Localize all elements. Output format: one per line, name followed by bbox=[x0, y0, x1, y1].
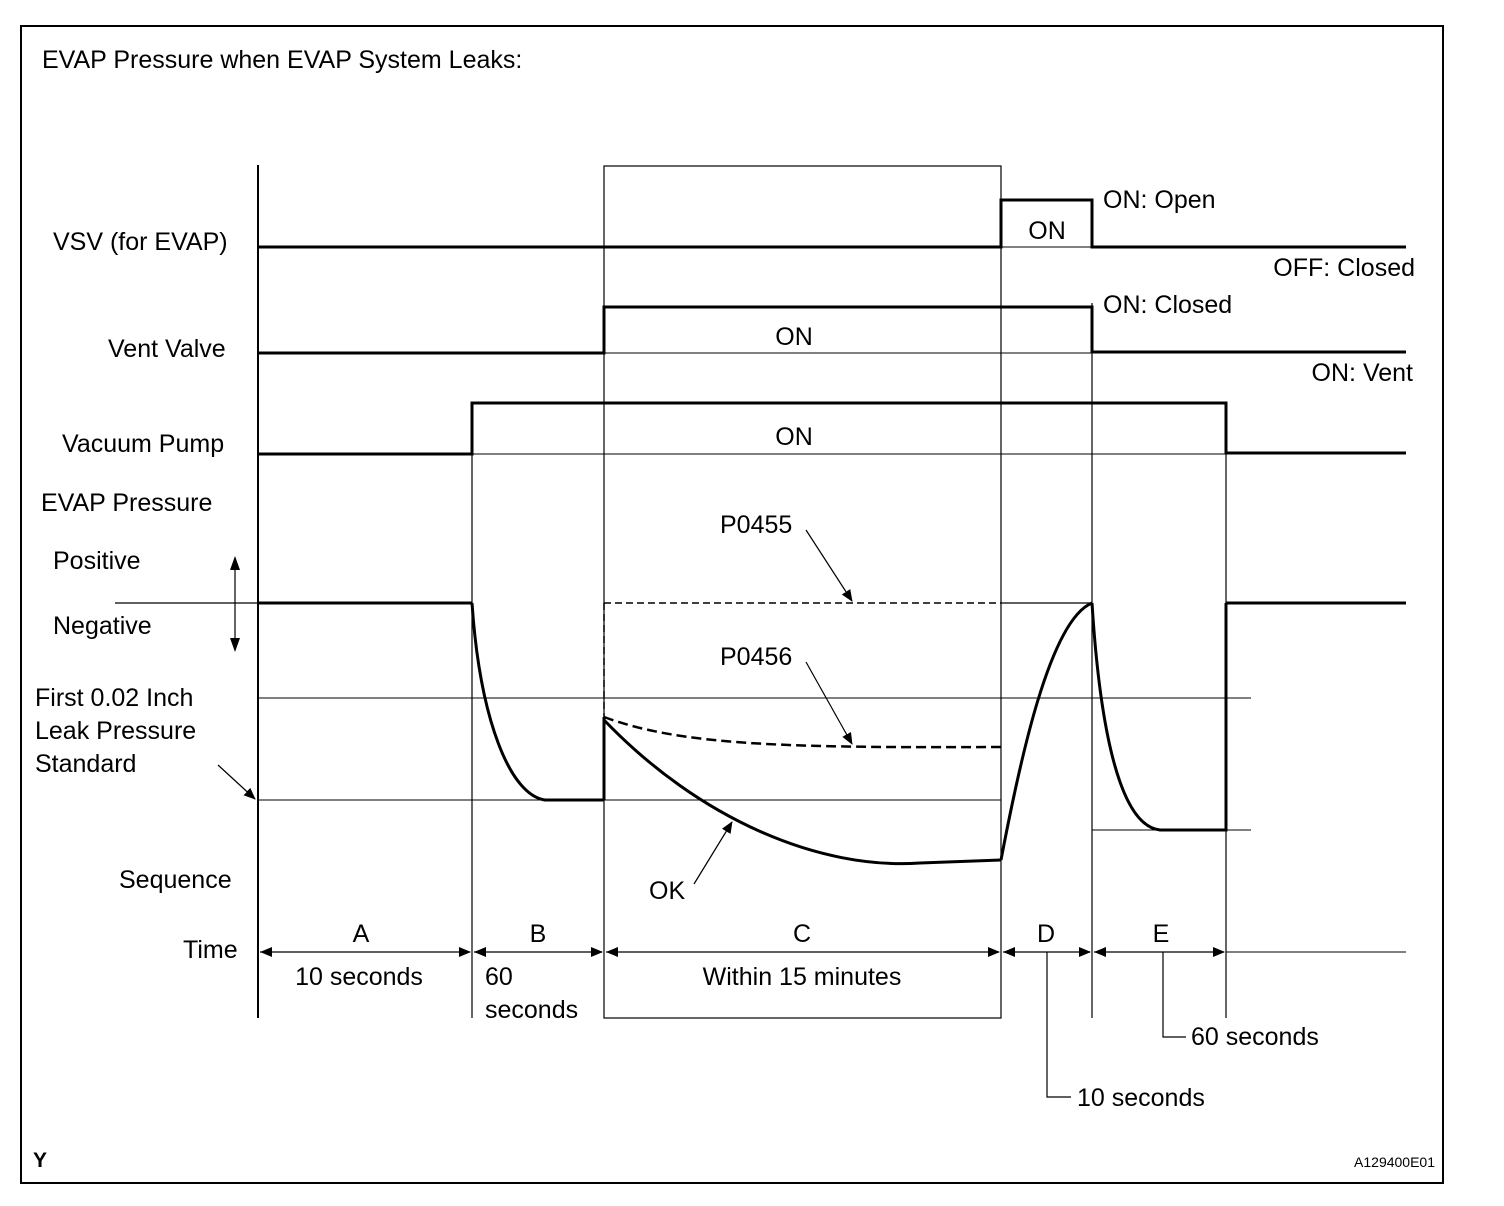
vsv-on-desc: ON: Open bbox=[1103, 186, 1216, 214]
segment-e-start-head bbox=[1094, 947, 1106, 957]
leak-standard-label-1: First 0.02 Inch bbox=[35, 684, 193, 712]
duration-d-leader bbox=[1046, 952, 1071, 1098]
pressure-curve-b bbox=[470, 602, 604, 802]
leak-standard-arrow bbox=[217, 764, 256, 800]
leak-standard-label-2: Leak Pressure bbox=[35, 717, 196, 745]
ok-arrow bbox=[693, 821, 733, 885]
pressure-curve-d bbox=[999, 601, 1093, 861]
negative-label: Negative bbox=[53, 612, 152, 640]
segment-d-start-head bbox=[1003, 947, 1015, 957]
vsv-on-label: ON bbox=[1028, 217, 1066, 245]
duration-e: 60 seconds bbox=[1191, 1023, 1319, 1051]
diagram-title: EVAP Pressure when EVAP System Leaks: bbox=[42, 46, 522, 74]
vacuum-pump-label: Vacuum Pump bbox=[62, 430, 224, 458]
sequence-letter-e: E bbox=[1153, 920, 1170, 948]
vent-off-desc: ON: Vent bbox=[1312, 359, 1413, 387]
duration-b-line1: 60 bbox=[485, 963, 513, 991]
p0455-label: P0455 bbox=[720, 511, 792, 539]
p0456-label: P0456 bbox=[720, 643, 792, 671]
sequence-letter-c: C bbox=[793, 920, 811, 948]
vent-valve-label: Vent Valve bbox=[108, 335, 226, 363]
neg-arrow-head bbox=[230, 638, 240, 652]
ok-curve bbox=[602, 718, 1002, 866]
vent-on-desc: ON: Closed bbox=[1103, 291, 1232, 319]
p0456-arrow bbox=[805, 661, 853, 745]
vsv-off-desc: OFF: Closed bbox=[1273, 254, 1415, 282]
sequence-label: Sequence bbox=[119, 866, 232, 894]
vent-on-label: ON bbox=[775, 323, 813, 351]
vacuum-pump-signal bbox=[258, 401, 1406, 456]
figure-id: A129400E01 bbox=[1354, 1154, 1435, 1170]
segment-a-start-head bbox=[260, 947, 272, 957]
p0456-curve bbox=[603, 715, 1002, 749]
sequence-letter-a: A bbox=[353, 920, 370, 948]
section-c-box bbox=[603, 165, 1002, 1019]
duration-d: 10 seconds bbox=[1077, 1084, 1205, 1112]
positive-label: Positive bbox=[53, 547, 141, 575]
pos-arrow-head bbox=[230, 556, 240, 570]
vent-valve-signal bbox=[258, 305, 1406, 355]
duration-c: Within 15 minutes bbox=[703, 963, 902, 991]
vsv-signal bbox=[258, 198, 1406, 249]
time-label: Time bbox=[183, 936, 238, 964]
segment-c-start-head bbox=[606, 947, 618, 957]
segment-b-start-head bbox=[474, 947, 486, 957]
sequence-letter-d: D bbox=[1037, 920, 1055, 948]
duration-b-line2: seconds bbox=[485, 996, 578, 1024]
p0455-arrow bbox=[805, 529, 853, 602]
duration-e-leader bbox=[1162, 952, 1186, 1038]
leak-standard-label-3: Standard bbox=[35, 750, 136, 778]
vsv-label: VSV (for EVAP) bbox=[53, 228, 228, 256]
footer-left-mark: Y bbox=[33, 1149, 47, 1172]
ok-label: OK bbox=[649, 877, 685, 905]
duration-a: 10 seconds bbox=[295, 963, 423, 991]
outer-frame bbox=[20, 25, 1444, 1184]
sequence-letter-b: B bbox=[530, 920, 547, 948]
evap-pressure-label: EVAP Pressure bbox=[41, 489, 212, 517]
pressure-curve-e bbox=[1090, 602, 1228, 832]
pump-on-label: ON bbox=[775, 423, 813, 451]
